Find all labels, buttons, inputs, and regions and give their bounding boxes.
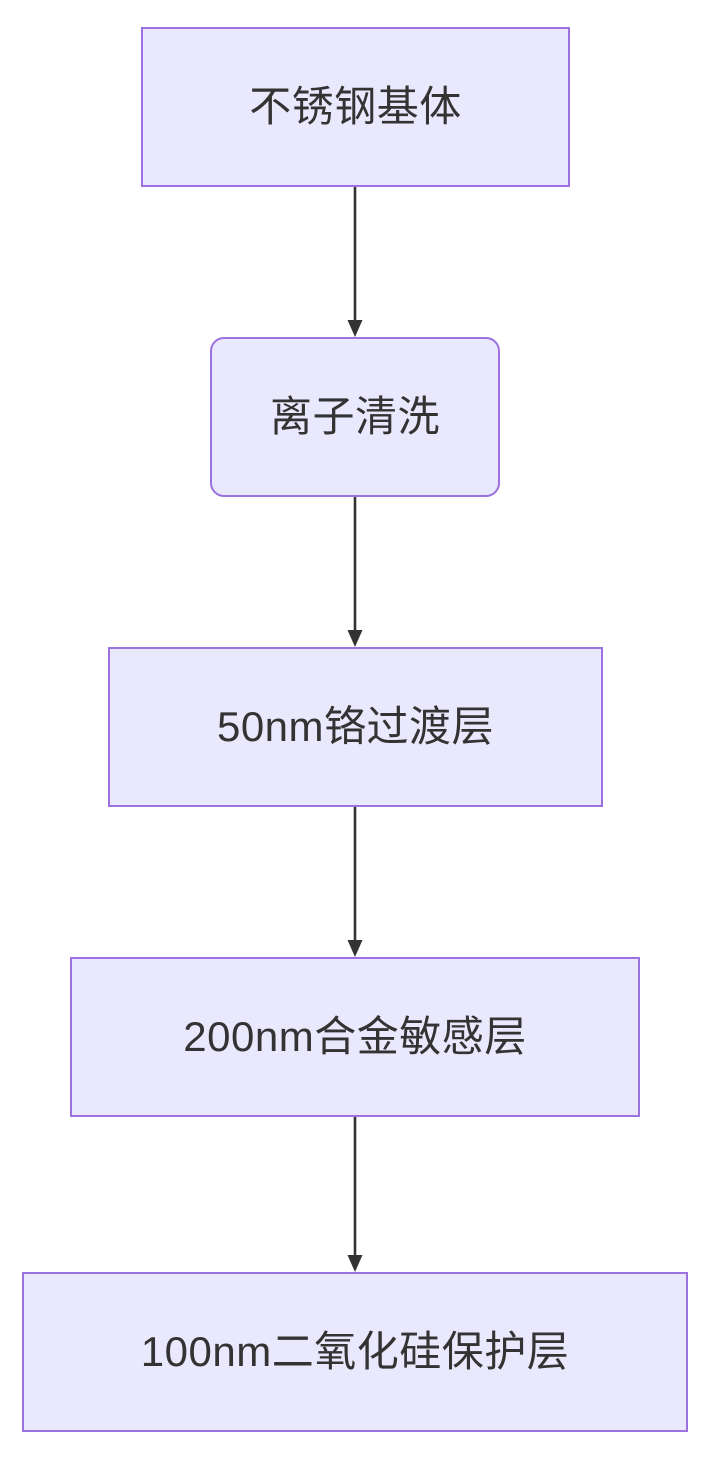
arrow-down-icon (347, 187, 363, 337)
flow-edge-alloy-layer-to-silica-layer (340, 1117, 370, 1272)
flow-node-label: 100nm二氧化硅保护层 (140, 1327, 570, 1375)
flow-node-label: 200nm合金敏感层 (183, 1012, 527, 1060)
flow-edge-chromium-layer-to-alloy-layer (340, 807, 370, 957)
flow-node-label: 50nm铬过渡层 (216, 702, 495, 750)
flow-edge-substrate-to-ion-clean (340, 187, 370, 337)
flow-node-chromium-layer[interactable]: 50nm铬过渡层 (108, 647, 603, 807)
flow-node-substrate[interactable]: 不锈钢基体 (141, 27, 570, 187)
flow-edge-ion-clean-to-chromium-layer (340, 497, 370, 647)
flow-node-silica-layer[interactable]: 100nm二氧化硅保护层 (22, 1272, 688, 1432)
arrow-down-icon (347, 1117, 363, 1272)
arrow-down-icon (347, 807, 363, 957)
flow-node-alloy-layer[interactable]: 200nm合金敏感层 (70, 957, 640, 1117)
flow-node-ion-clean[interactable]: 离子清洗 (210, 337, 500, 497)
arrow-down-icon (347, 497, 363, 647)
flow-node-label: 离子清洗 (269, 392, 440, 440)
flow-node-label: 不锈钢基体 (249, 82, 462, 130)
